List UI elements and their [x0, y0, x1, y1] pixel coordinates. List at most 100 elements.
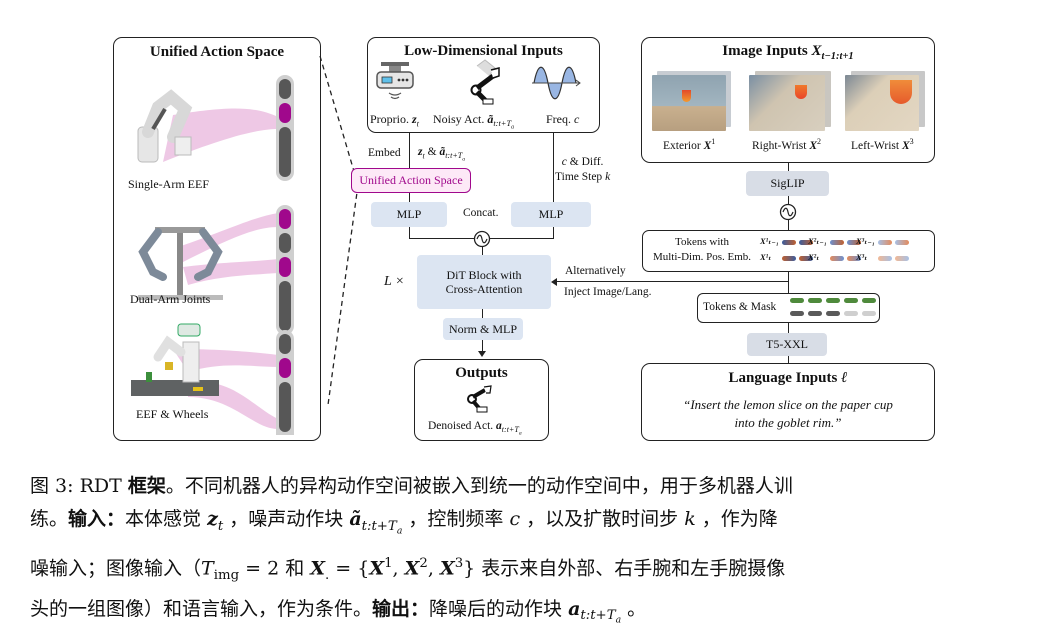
inactive-slot — [279, 281, 291, 331]
connector-line — [788, 356, 790, 364]
language-token — [844, 298, 858, 303]
connector-line — [553, 133, 555, 207]
concat-icon — [779, 203, 797, 221]
token-pill — [830, 240, 844, 245]
token-pill — [895, 256, 909, 261]
tokens-mask-label: Tokens & Mask — [703, 301, 777, 313]
layer-repeat-label: L × — [384, 274, 405, 289]
concat-icon — [473, 230, 491, 248]
language-instruction: “Insert the lemon slice on the paper cup… — [683, 397, 893, 430]
active-slot — [279, 358, 291, 378]
language-token — [826, 298, 840, 303]
proprio-label: Proprio. zt — [370, 112, 419, 129]
uas-box-label: Unified Action Space — [359, 173, 463, 187]
mapping-band — [163, 108, 278, 162]
mapping-band — [178, 213, 278, 262]
active-slot — [279, 209, 291, 229]
mlp-left-box: MLP — [371, 202, 447, 227]
token-pill — [878, 240, 892, 245]
outputs-title: Outputs — [455, 365, 508, 381]
figure-caption: 图 3: RDT 框架。不同机器人的异构动作空间被嵌入到统一的动作空间中，用于多… — [30, 470, 1030, 637]
connector-line — [482, 246, 484, 256]
active-slot — [279, 257, 291, 277]
language-inputs-panel: Language Inputs ℓ “Insert the lemon slic… — [641, 363, 935, 441]
robot-label-single-arm: Single-Arm EEF — [128, 177, 209, 191]
caption-line-4: 头的一组图像）和语言输入，作为条件。输出：降噪后的动作块 at:t+Ta 。 — [30, 597, 647, 627]
inactive-slot — [279, 233, 291, 253]
robot-label-eef-wheels: EEF & Wheels — [136, 407, 209, 421]
token-pill — [782, 240, 796, 245]
dual-arm-robot-icon — [138, 227, 223, 300]
caption-line-3: 噪输入；图像输入（Timg = 2 和 X. = {X1, X2, X3} 表示… — [30, 556, 786, 584]
mapping-band — [183, 259, 278, 285]
token-pill — [830, 256, 844, 261]
language-token — [862, 298, 876, 303]
connector-line — [409, 227, 411, 239]
token-pill — [799, 256, 813, 261]
goblet-drink — [795, 85, 807, 99]
connector-line — [409, 238, 474, 240]
mask-valid — [808, 311, 822, 316]
unified-action-space-graphic — [131, 89, 278, 429]
mask-valid — [790, 311, 804, 316]
token-view-label: X²ₜ₋₁ — [808, 236, 827, 246]
token-view-label: X²ₜ — [808, 252, 820, 262]
token-view-label: X¹ₜ₋₁ — [760, 236, 779, 246]
diffusion-label: c & Diff. Time Step k — [555, 156, 611, 183]
caption-line-1: 图 3: RDT 框架。不同机器人的异构动作空间被嵌入到统一的动作空间中，用于多… — [30, 475, 793, 497]
token-pill — [847, 256, 861, 261]
mask-padding — [862, 311, 876, 316]
token-view-label: X¹ₜ — [760, 252, 772, 262]
outputs-panel: Outputs — [414, 359, 549, 441]
dit-line2: Cross-Attention — [445, 282, 523, 296]
freq-label: Freq. c — [546, 112, 580, 126]
mobile-robot-icon — [131, 323, 219, 396]
connector-line — [490, 238, 554, 240]
connector-line — [553, 227, 555, 239]
token-pill — [782, 256, 796, 261]
connector-line — [695, 281, 788, 283]
embed-label: Embed — [368, 147, 401, 159]
tokens-pos-emb-panel — [642, 230, 935, 272]
embed-vars-label: zt & ãt:t+Ta — [418, 146, 466, 163]
connector-line — [482, 309, 484, 319]
inactive-slot — [279, 382, 291, 432]
arrow-head — [478, 351, 486, 357]
inactive-slot — [279, 79, 291, 99]
token-pill — [847, 240, 861, 245]
active-slot — [279, 103, 291, 123]
token-view-label: X³ₜ₋₁ — [856, 236, 875, 246]
arrow-head — [551, 278, 557, 286]
connector-line — [788, 220, 790, 230]
connector-line — [788, 272, 790, 294]
concat-label: Concat. — [463, 207, 499, 219]
language-token — [808, 298, 822, 303]
goblet-drink — [682, 90, 691, 102]
dit-block: DiT Block with Cross-Attention — [417, 255, 551, 309]
zoom-dashed-lines — [319, 55, 359, 406]
action-space-slot-columns — [276, 75, 294, 435]
noisy-action-label: Noisy Act. ãt:t+Ta — [433, 112, 515, 132]
connector-line — [482, 340, 484, 354]
inactive-slot — [279, 334, 291, 354]
dit-line1: DiT Block with — [446, 267, 522, 282]
connector-line — [788, 163, 790, 171]
token-view-label: X³ₜ — [856, 252, 868, 262]
siglip-box: SigLIP — [746, 171, 829, 196]
connector-line — [788, 196, 790, 204]
single-arm-robot-icon — [137, 89, 193, 163]
inject-arrow-line — [556, 281, 696, 283]
token-pill — [878, 256, 892, 261]
mlp-right-box: MLP — [511, 202, 591, 227]
mask-valid — [826, 311, 840, 316]
inactive-slot — [279, 127, 291, 177]
alternatively-label: Alternatively — [565, 265, 626, 277]
sine-wave-icon — [532, 66, 581, 100]
right-wrist-label: Right-Wrist X2 — [752, 137, 822, 152]
token-pill — [799, 240, 813, 245]
caption-line-2: 练。输入：本体感觉 zt ，噪声动作块 ãt:t+Ta ，控制频率 c ，以及扩… — [30, 508, 778, 537]
unified-action-space-box: Unified Action Space — [351, 168, 471, 193]
connector-line — [788, 323, 790, 333]
right-wrist-image — [749, 75, 825, 131]
robot-label-dual-arm: Dual-Arm Joints — [130, 292, 211, 306]
